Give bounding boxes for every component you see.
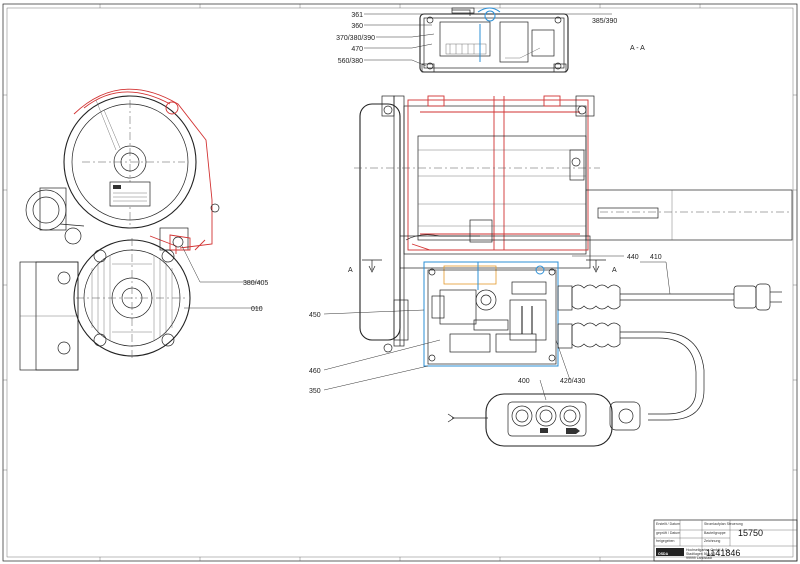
section-title: A - A <box>630 45 645 52</box>
title-left-col2: geprüft / Datum <box>656 531 680 535</box>
title-row2: Bauteilgruppe <box>704 531 726 535</box>
callout-385-390: 385/390 <box>592 18 617 25</box>
callout-380-405: 380/405 <box>243 280 268 287</box>
title-left-col3: freigegeben <box>656 539 675 543</box>
document-number-top: 15750 <box>738 528 763 538</box>
title-block <box>653 519 798 562</box>
callout-370-380-390: 370/380/390 <box>336 35 375 42</box>
callout-450: 450 <box>309 312 321 319</box>
leaders-top <box>364 13 612 67</box>
callout-010: 010 <box>251 306 263 313</box>
leaders-center <box>323 255 671 401</box>
company-line1: Hochseilgarten GmbH & Co. <box>686 548 730 552</box>
power-cable-plug <box>620 283 782 311</box>
section-mark-right: A <box>612 267 617 274</box>
callout-470: 470 <box>351 46 363 53</box>
title-left-col1: Erstellt / Datum <box>656 522 680 526</box>
company-line3: 99999 Landstadt <box>686 556 712 560</box>
section-marks <box>362 259 606 273</box>
leaders-left <box>181 245 262 309</box>
callout-400: 400 <box>518 378 530 385</box>
title-row1: Stromlaufplan Steuerung <box>704 522 743 526</box>
callout-410: 410 <box>650 254 662 261</box>
section-view-a-a <box>419 7 569 73</box>
cable-glands <box>557 284 621 349</box>
callout-350: 350 <box>309 388 321 395</box>
sheet-frame <box>2 3 798 562</box>
company-logo: OSDA <box>658 552 669 556</box>
pendant-control <box>447 393 641 447</box>
terminal-box <box>423 261 559 367</box>
callout-360: 360 <box>351 23 363 30</box>
company-line2: Stadtlagen 56a AG <box>686 552 716 556</box>
pendant-cable <box>620 331 705 421</box>
callout-420-430: 420/430 <box>560 378 585 385</box>
callout-560-380: 560/380 <box>338 58 363 65</box>
callout-440: 440 <box>627 254 639 261</box>
side-view-motor <box>354 95 793 353</box>
section-mark-left: A <box>348 267 353 274</box>
callout-460: 460 <box>309 368 321 375</box>
title-row3: Zeichnung <box>704 539 720 543</box>
callout-361: 361 <box>351 12 363 19</box>
document-number-main: 1141846 <box>706 548 740 558</box>
end-view-motor <box>19 88 220 371</box>
